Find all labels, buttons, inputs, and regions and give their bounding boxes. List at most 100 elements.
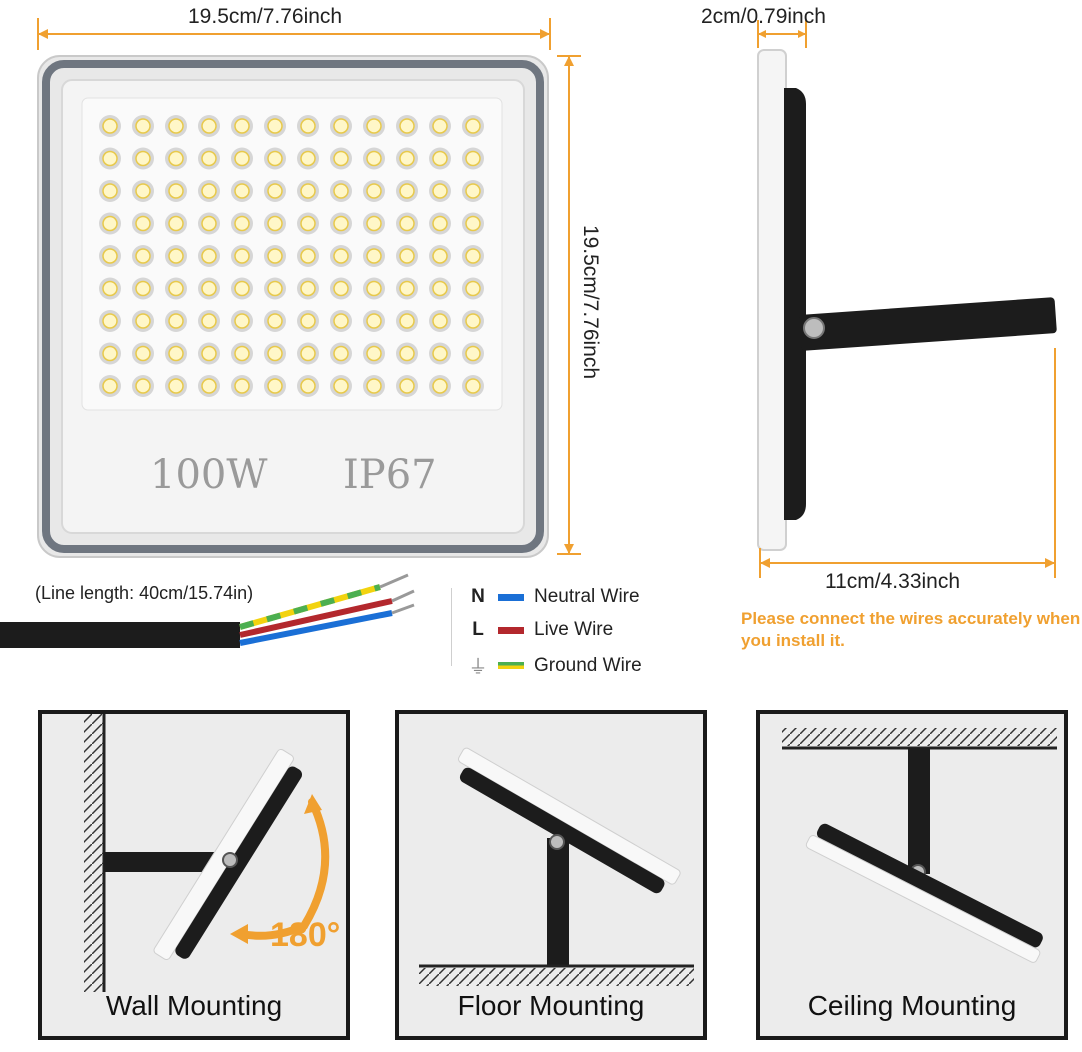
led-lens: [102, 313, 118, 329]
led-lens: [201, 118, 217, 134]
led-lens: [168, 280, 184, 297]
led-lens: [333, 345, 349, 362]
wall-mounting-diagram: [84, 714, 330, 992]
led-lens: [267, 378, 283, 394]
led-lens: [135, 183, 151, 199]
led-lens: [432, 248, 448, 264]
led-lens: [300, 248, 316, 264]
led-lens: [366, 313, 382, 329]
led-lens: [300, 313, 316, 329]
live-label: Live Wire: [534, 619, 614, 640]
install-warning: Please connect the wires accurately when…: [741, 609, 1081, 650]
led-lens: [168, 215, 184, 232]
led-lens: [267, 248, 283, 264]
led-lens: [399, 248, 415, 264]
led-lens: [399, 280, 415, 297]
led-lens: [366, 345, 382, 362]
line-length-label: (Line length: 40cm/15.74in): [35, 583, 254, 603]
ceiling-mounting-diagram: [782, 728, 1057, 963]
led-lens: [465, 215, 481, 232]
floor-mounting-label: Floor Mounting: [457, 990, 645, 1021]
depth-dimension-line: [757, 20, 807, 48]
led-lens: [168, 313, 184, 329]
led-lens: [168, 150, 184, 167]
led-lens: [267, 215, 283, 232]
led-lens: [300, 378, 316, 394]
led-lens: [135, 150, 151, 167]
ceiling-mounting-panel: Ceiling Mounting: [756, 710, 1068, 1040]
led-lens: [102, 345, 118, 362]
ground-label: Ground Wire: [534, 654, 642, 676]
ground-swatch: [498, 662, 524, 669]
power-cable: [0, 573, 415, 648]
floor-mounting-diagram: [419, 747, 694, 986]
led-lens: [300, 183, 316, 199]
led-lens: [234, 118, 250, 134]
led-lens: [234, 280, 250, 297]
led-lens: [300, 150, 316, 167]
bracket-length-label: 11cm/4.33inch: [825, 570, 961, 593]
led-lens: [201, 378, 217, 394]
led-lens: [333, 215, 349, 232]
led-lens: [465, 313, 481, 329]
led-lens: [234, 183, 250, 199]
led-lens: [399, 183, 415, 199]
led-lens: [168, 345, 184, 362]
led-lens: [267, 313, 283, 329]
led-lens: [234, 215, 250, 232]
led-lens: [432, 313, 448, 329]
led-lens: [333, 280, 349, 297]
depth-dimension-label: 2cm/0.79inch: [701, 5, 826, 28]
led-lens: [102, 280, 118, 297]
led-lens: [102, 118, 118, 134]
ceiling-mounting-label: Ceiling Mounting: [807, 990, 1017, 1021]
wall-mounting-panel: 180° Wall Mounting: [38, 710, 350, 1040]
led-lens: [135, 280, 151, 297]
led-lens: [135, 118, 151, 134]
led-lens: [366, 150, 382, 167]
legend-row-ground: ⏚ Ground Wire: [468, 652, 642, 679]
led-lens: [102, 150, 118, 167]
led-lens: [201, 215, 217, 232]
neutral-swatch: [498, 593, 524, 601]
floodlight-side: [757, 49, 1057, 578]
led-lens: [102, 378, 118, 394]
top-dimension-line: [37, 18, 551, 50]
led-lens: [366, 378, 382, 394]
ground-icon: ⏚: [468, 657, 488, 678]
led-lens: [432, 280, 448, 297]
led-lens: [267, 183, 283, 199]
led-lens: [432, 378, 448, 394]
led-lens: [366, 183, 382, 199]
front-view: 19.5cm/7.76inch 19.5cm/7.76inch 100W IP6…: [0, 0, 620, 570]
led-lens: [399, 313, 415, 329]
led-lens: [168, 183, 184, 199]
led-lens: [465, 183, 481, 199]
led-lens: [300, 280, 316, 297]
led-lens: [333, 378, 349, 394]
live-code: L: [472, 619, 484, 640]
neutral-code: N: [471, 586, 485, 607]
live-swatch: [498, 626, 524, 634]
led-lens: [135, 313, 151, 329]
led-lens: [300, 345, 316, 362]
rotation-angle-label: 180°: [270, 916, 341, 954]
led-lens: [432, 150, 448, 167]
led-lens: [201, 248, 217, 264]
power-rating-label: 100W: [150, 452, 268, 498]
led-lens: [399, 118, 415, 134]
led-lens: [465, 248, 481, 264]
led-lens: [201, 313, 217, 329]
led-lens: [102, 215, 118, 232]
led-lens: [135, 248, 151, 264]
led-lens: [201, 345, 217, 362]
led-lens: [333, 183, 349, 199]
led-lens: [366, 215, 382, 232]
led-lens: [432, 118, 448, 134]
height-dimension-label: 19.5cm/7.76inch: [579, 224, 602, 380]
led-lens: [300, 215, 316, 232]
led-lens: [135, 345, 151, 362]
width-dimension-label: 19.5cm/7.76inch: [188, 5, 343, 28]
led-lens: [432, 345, 448, 362]
led-lens: [168, 378, 184, 394]
